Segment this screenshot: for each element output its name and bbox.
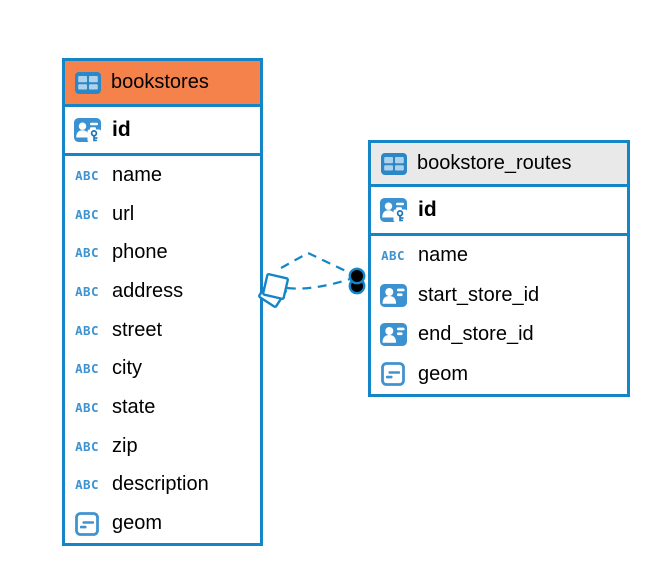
column-name: zip [112,434,138,457]
column-name: geom [112,512,163,535]
table-bookstore-routes[interactable]: bookstore_routes id ABC name start_store… [368,140,630,397]
column-name: state [112,395,156,418]
relationship-end-square-marker[interactable] [258,273,289,308]
table-icon [379,153,409,175]
abc-icon: ABC [75,245,99,261]
column-row-name[interactable]: ABC name [65,156,260,195]
abc-icon: ABC [75,477,99,493]
column-row-url[interactable]: ABC url [65,195,260,234]
abc-icon: ABC [75,206,99,222]
geometry-line-icon [72,512,102,536]
column-name: start_store_id [418,283,540,306]
column-name: id [418,198,437,221]
abc-icon: ABC [75,361,99,377]
relationship-line-lower[interactable] [286,277,351,290]
abc-icon: ABC [75,438,99,454]
column-row-street[interactable]: ABC street [65,311,260,350]
column-name: phone [112,241,168,264]
column-name: city [112,357,142,380]
person-card-icon [378,284,408,307]
relationship-line-upper[interactable] [280,251,353,275]
column-name: url [112,202,135,225]
table-title: bookstore_routes [417,152,572,174]
table-title: bookstores [111,71,209,93]
abc-icon: ABC [381,248,405,264]
geometry-line-icon [378,362,408,386]
column-row-geom[interactable]: geom [65,504,260,543]
primary-key-icon [378,198,408,222]
column-row-address[interactable]: ABC address [65,272,260,311]
abc-icon: ABC [75,322,99,338]
primary-key-icon [72,118,102,142]
table-header-bookstore-routes[interactable]: bookstore_routes [371,143,627,187]
column-row-end-store-id[interactable]: end_store_id [371,315,627,355]
column-name: description [112,473,209,496]
column-name: end_store_id [418,323,534,346]
column-row-state[interactable]: ABC state [65,388,260,427]
column-row-geom[interactable]: geom [371,355,627,395]
table-bookstores[interactable]: bookstores id ABC name ABC url ABC phone… [62,58,263,546]
column-name: id [112,118,131,141]
abc-icon: ABC [75,283,99,299]
column-row-description[interactable]: ABC description [65,466,260,505]
abc-icon: ABC [75,399,99,415]
column-row-start-store-id[interactable]: start_store_id [371,276,627,316]
abc-icon: ABC [75,167,99,183]
column-row-phone[interactable]: ABC phone [65,233,260,272]
table-header-bookstores[interactable]: bookstores [65,61,260,107]
column-name: geom [418,362,469,385]
column-name: name [112,163,163,186]
table-icon [73,72,103,94]
column-name: name [418,244,469,267]
column-row-city[interactable]: ABC city [65,349,260,388]
column-row-id[interactable]: id [371,187,627,236]
person-card-icon [378,323,408,346]
column-row-name[interactable]: ABC name [371,236,627,276]
column-row-zip[interactable]: ABC zip [65,427,260,466]
relationship-end-dot-marker[interactable] [348,267,366,295]
column-name: street [112,318,163,341]
column-name: address [112,279,184,302]
column-row-id[interactable]: id [65,107,260,156]
